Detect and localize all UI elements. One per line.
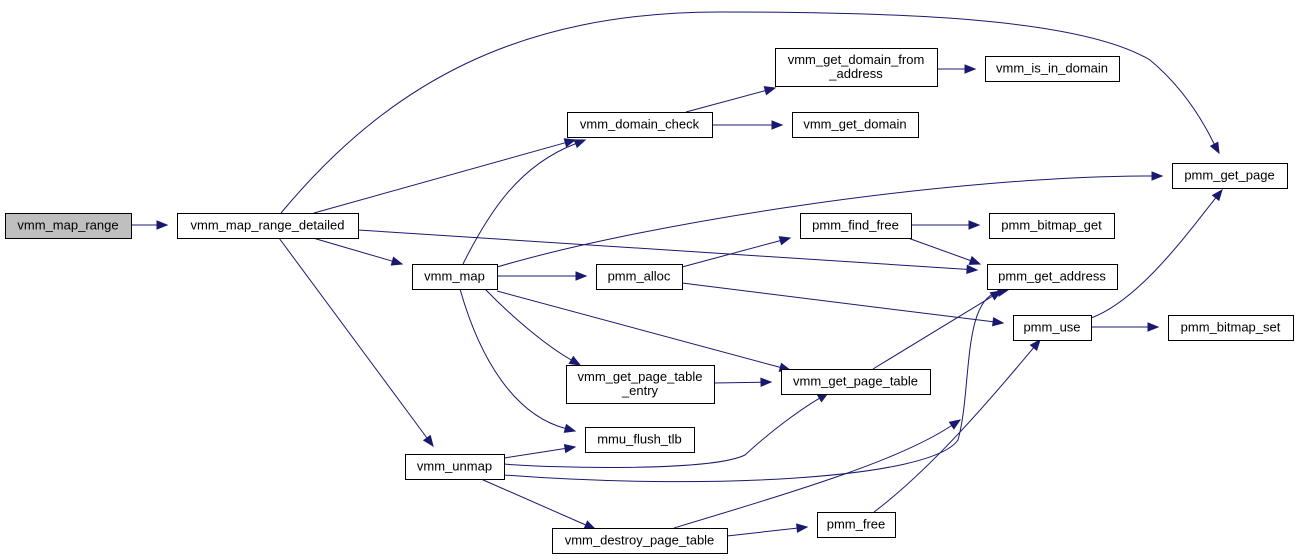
arrowhead [992, 317, 1005, 327]
edge-vmm_map_range_detailed-to-pmm_get_page [280, 11, 1220, 214]
node-label: vmm_get_domain [803, 117, 906, 132]
edge-vmm_map-to-vmm_get_page_table_entry [484, 288, 582, 366]
edge-vmm_unmap-to-mmu_flush_tlb [503, 443, 577, 459]
arrowhead [563, 443, 577, 454]
edge-vmm_domain_check-to-vmm_get_domain [712, 120, 784, 130]
node-vmm-map-range-detailed[interactable]: vmm_map_range_detailed [177, 213, 359, 239]
edge-vmm_get_page_table-to-pmm_get_address [872, 290, 1003, 370]
node-label: vmm_unmap [417, 459, 492, 474]
edge-vmm_get_domain_from_address-to-vmm_is_in_domain [937, 64, 977, 74]
edge-vmm_unmap-to-vmm_destroy_page_table [480, 478, 597, 530]
node-label: pmm_bitmap_get [1001, 218, 1102, 233]
edge-vmm_map-to-pmm_alloc [497, 271, 588, 281]
node-pmm-use[interactable]: pmm_use [1013, 315, 1092, 341]
arrowhead [422, 434, 434, 448]
node-vmm-get-domain-from-address[interactable]: vmm_get_domain_from_address [775, 48, 938, 87]
node-label: pmm_get_page [1184, 168, 1274, 183]
arrowhead [1209, 141, 1220, 155]
call-graph-edges [131, 11, 1223, 537]
node-vmm-domain-check[interactable]: vmm_domain_check [567, 112, 713, 138]
edge-vmm_destroy_page_table-to-pmm_free [726, 523, 809, 537]
arrowhead [563, 423, 577, 433]
node-label: vmm_get_domain_from [788, 52, 925, 67]
node-vmm-get-domain[interactable]: vmm_get_domain [792, 112, 919, 138]
arrowhead [583, 520, 597, 530]
node-label: vmm_map_range [17, 218, 118, 233]
node-label: vmm_get_page_table [577, 369, 702, 384]
node-label: pmm_alloc [608, 269, 671, 284]
edge-pmm_alloc-to-pmm_find_free [681, 236, 792, 268]
arrowhead [964, 64, 977, 74]
node-label: _address [828, 66, 883, 81]
node-vmm-destroy-page-table[interactable]: vmm_destroy_page_table [552, 528, 728, 554]
edge-vmm_map_range_detailed-to-vmm_map [312, 237, 404, 266]
arrowhead [1147, 322, 1160, 332]
arrowhead [1151, 171, 1164, 181]
edge-vmm_map_range_detailed-to-pmm_get_address [357, 229, 979, 275]
arrowhead [778, 236, 792, 246]
arrowhead [966, 264, 979, 275]
node-vmm-map[interactable]: vmm_map [412, 264, 498, 290]
node-label: vmm_map [424, 269, 485, 284]
call-graph-nodes: vmm_map_range vmm_map_range_detailed vmm_d… [5, 48, 1294, 554]
arrowhead [573, 139, 587, 149]
node-pmm-bitmap-set[interactable]: pmm_bitmap_set [1168, 315, 1294, 341]
node-label: pmm_free [827, 517, 886, 532]
node-pmm-free[interactable]: pmm_free [817, 512, 896, 538]
node-label: pmm_bitmap_set [1181, 320, 1281, 335]
arrowhead [575, 271, 588, 281]
arrowhead [771, 120, 784, 130]
node-label: vmm_is_in_domain [996, 61, 1108, 76]
arrowhead [968, 220, 981, 230]
edge-vmm_map-to-vmm_get_page_table [496, 290, 792, 372]
edge-vmm_domain_check-to-vmm_get_domain_from_address [685, 86, 777, 113]
edge-pmm_use-to-pmm_bitmap_set [1091, 322, 1160, 332]
node-label: vmm_destroy_page_table [565, 533, 715, 548]
edge-vmm_map_range_detailed-to-vmm_domain_check [313, 138, 577, 214]
node-pmm-find-free[interactable]: pmm_find_free [800, 213, 912, 239]
edge-vmm_map_range-to-vmm_map_range_detailed [131, 220, 169, 230]
node-mmu-flush-tlb[interactable]: mmu_flush_tlb [585, 427, 695, 453]
node-pmm-get-address[interactable]: pmm_get_address [987, 264, 1118, 290]
arrowhead [968, 255, 982, 265]
edge-pmm_alloc-to-pmm_use [681, 282, 1005, 327]
node-label: mmu_flush_tlb [597, 432, 682, 447]
arrowhead [796, 523, 809, 533]
node-pmm-get-page[interactable]: pmm_get_page [1172, 163, 1288, 189]
edge-pmm_find_free-to-pmm_get_address [907, 237, 982, 265]
edge-vmm_map-to-pmm_get_page [496, 171, 1164, 268]
arrowhead [763, 86, 777, 96]
node-label: vmm_map_range_detailed [191, 218, 345, 233]
node-label: pmm_find_free [812, 218, 899, 233]
arrowhead [760, 377, 773, 387]
arrowhead [568, 355, 582, 366]
node-vmm-is-in-domain[interactable]: vmm_is_in_domain [985, 56, 1120, 82]
node-vmm-map-range[interactable]: vmm_map_range [5, 213, 132, 239]
node-label: vmm_domain_check [580, 117, 700, 132]
arrowhead [948, 419, 962, 430]
edge-vmm_get_page_table_entry-to-vmm_get_page_table [713, 377, 773, 387]
node-label: pmm_get_address [998, 269, 1106, 284]
arrowhead [1029, 338, 1041, 352]
node-label: vmm_get_page_table [793, 374, 918, 389]
edge-pmm_free-to-pmm_use [873, 338, 1041, 513]
arrowhead [563, 138, 577, 148]
edge-vmm_map_range_detailed-to-vmm_unmap [278, 237, 434, 448]
node-vmm-get-page-table-entry[interactable]: vmm_get_page_table_entry [566, 365, 715, 404]
node-pmm-alloc[interactable]: pmm_alloc [596, 264, 683, 290]
node-vmm-unmap[interactable]: vmm_unmap [405, 454, 505, 480]
arrowhead [390, 256, 404, 266]
node-label: pmm_use [1023, 320, 1080, 335]
edge-vmm_map-to-vmm_domain_check [462, 139, 587, 265]
edge-pmm_use-to-pmm_get_page [1090, 188, 1223, 319]
node-vmm-get-page-table[interactable]: vmm_get_page_table [781, 369, 931, 395]
node-label: _entry [621, 383, 659, 398]
arrowhead [156, 220, 169, 230]
arrowhead [1211, 188, 1223, 202]
edge-pmm_find_free-to-pmm_bitmap_get [911, 220, 981, 230]
edge-vmm_map-to-mmu_flush_tlb [459, 288, 577, 433]
node-pmm-bitmap-get[interactable]: pmm_bitmap_get [989, 213, 1115, 239]
edge-vmm_destroy_page_table-to-pmm_get_address [673, 419, 962, 529]
